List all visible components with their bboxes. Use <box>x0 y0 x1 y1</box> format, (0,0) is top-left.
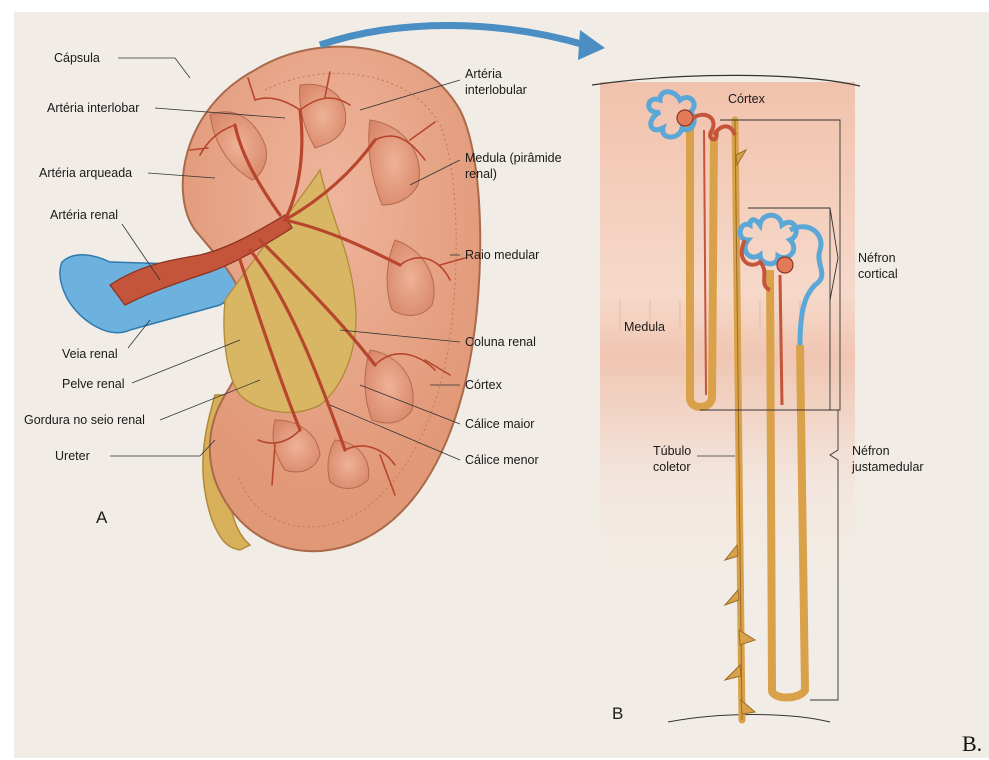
label-nephron-cortex: Córtex <box>728 92 766 106</box>
panel-letter-a: A <box>96 508 108 527</box>
label-pelve-renal: Pelve renal <box>62 377 125 391</box>
trailing-text: B. <box>962 731 982 757</box>
label-nefron-cortical-1: Néfron <box>858 251 896 265</box>
label-nephron-medula: Medula <box>624 320 665 334</box>
label-ureter: Ureter <box>55 449 90 463</box>
label-calice-maior: Cálice maior <box>465 417 534 431</box>
juxtamedullary-bowman-capsule <box>777 257 793 273</box>
juxtamedullary-loop-red <box>780 275 782 405</box>
label-calice-menor: Cálice menor <box>465 453 539 467</box>
label-arteria-interlobular-1: Artéria <box>465 67 502 81</box>
label-tubulo-coletor-2: coletor <box>653 460 691 474</box>
label-arteria-interlobar: Artéria interlobar <box>47 101 139 115</box>
label-nefron-justamedular-2: justamedular <box>851 460 924 474</box>
label-nefron-justamedular-1: Néfron <box>852 444 890 458</box>
panel-letter-b: B <box>612 704 623 723</box>
label-coluna-renal: Coluna renal <box>465 335 536 349</box>
label-veia-renal: Veia renal <box>62 347 118 361</box>
label-medula-2: renal) <box>465 167 497 181</box>
label-raio-medular: Raio medular <box>465 248 539 262</box>
label-cortex: Córtex <box>465 378 503 392</box>
label-arteria-renal: Artéria renal <box>50 208 118 222</box>
label-capsula: Cápsula <box>54 51 100 65</box>
label-nefron-cortical-2: cortical <box>858 267 898 281</box>
label-arteria-interlobular-2: interlobular <box>465 83 527 97</box>
label-arteria-arqueada: Artéria arqueada <box>39 166 132 180</box>
cortical-bowman-capsule <box>677 110 693 126</box>
label-medula-1: Medula (pirâmide <box>465 151 562 165</box>
label-gordura: Gordura no seio renal <box>24 413 145 427</box>
label-tubulo-coletor-1: Túbulo <box>653 444 691 458</box>
